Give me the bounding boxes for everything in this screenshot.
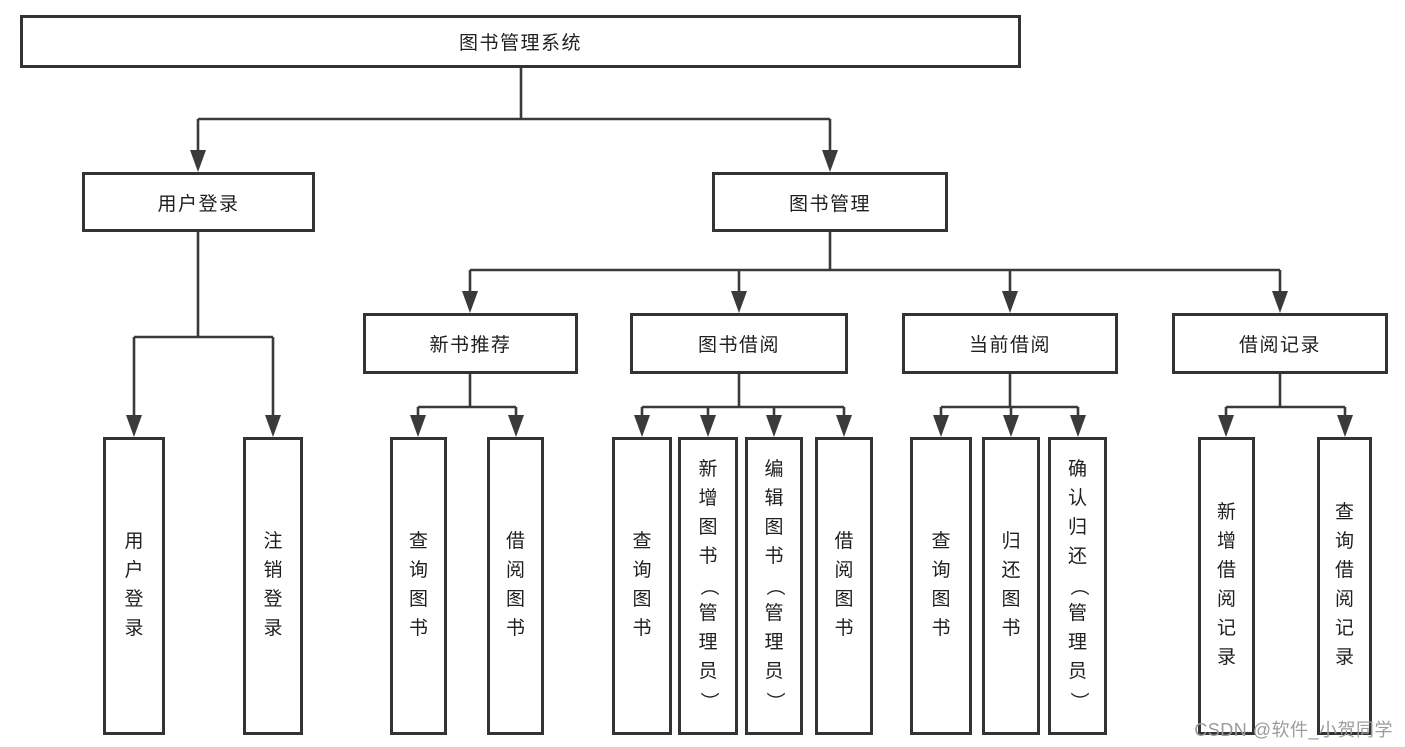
leaf-user-login: 用户登录 [103,437,165,735]
arrowhead [822,150,838,172]
arrowhead [462,291,478,313]
arrowhead [1272,291,1288,313]
arrowhead [766,415,782,437]
arrowhead [836,415,852,437]
connector-borrow-record-to-leaves [1224,374,1347,419]
leaf-confirm-return-admin: 确认归还（管理员） [1048,437,1107,735]
node-book-management: 图书管理 [712,172,948,232]
arrowhead [731,291,747,313]
connector-new-book-recommend-to-leaves [416,374,518,419]
connector-current-borrow-to-leaves [939,374,1080,419]
arrowhead [190,150,206,172]
leaf-edit-books-admin: 编辑图书（管理员） [745,437,803,735]
node-new-book-recommend: 新书推荐 [363,313,578,374]
leaf-query-borrow-record: 查询借阅记录 [1317,437,1372,735]
csdn-watermark: CSDN @软件_小贺同学 [1194,720,1393,740]
arrowhead [1070,415,1086,437]
connector-user-login-to-leaves [132,232,275,419]
connector-root-to-level2 [196,68,832,154]
node-root-library-system: 图书管理系统 [20,15,1021,68]
arrowhead [265,415,281,437]
arrowhead [410,415,426,437]
arrowhead [1218,415,1234,437]
leaf-return-books: 归还图书 [982,437,1040,735]
arrowhead [508,415,524,437]
arrowhead [634,415,650,437]
arrowhead [126,415,142,437]
leaf-query-books-recommend: 查询图书 [390,437,447,735]
leaf-borrow-books: 借阅图书 [815,437,873,735]
arrowhead [1337,415,1353,437]
connector-book-borrow-to-leaves [640,374,846,419]
node-borrow-record: 借阅记录 [1172,313,1388,374]
arrowhead [1003,415,1019,437]
node-book-borrow: 图书借阅 [630,313,848,374]
node-user-login: 用户登录 [82,172,315,232]
arrowhead [933,415,949,437]
leaf-add-books-admin: 新增图书（管理员） [678,437,738,735]
leaf-add-borrow-record: 新增借阅记录 [1198,437,1255,735]
leaf-logout: 注销登录 [243,437,303,735]
connector-book-management-to-level3 [468,232,1282,295]
arrowhead [700,415,716,437]
leaf-query-books-current: 查询图书 [910,437,972,735]
arrowhead [1002,291,1018,313]
node-current-borrow: 当前借阅 [902,313,1118,374]
leaf-query-books-borrow: 查询图书 [612,437,672,735]
leaf-borrow-books-recommend: 借阅图书 [487,437,544,735]
